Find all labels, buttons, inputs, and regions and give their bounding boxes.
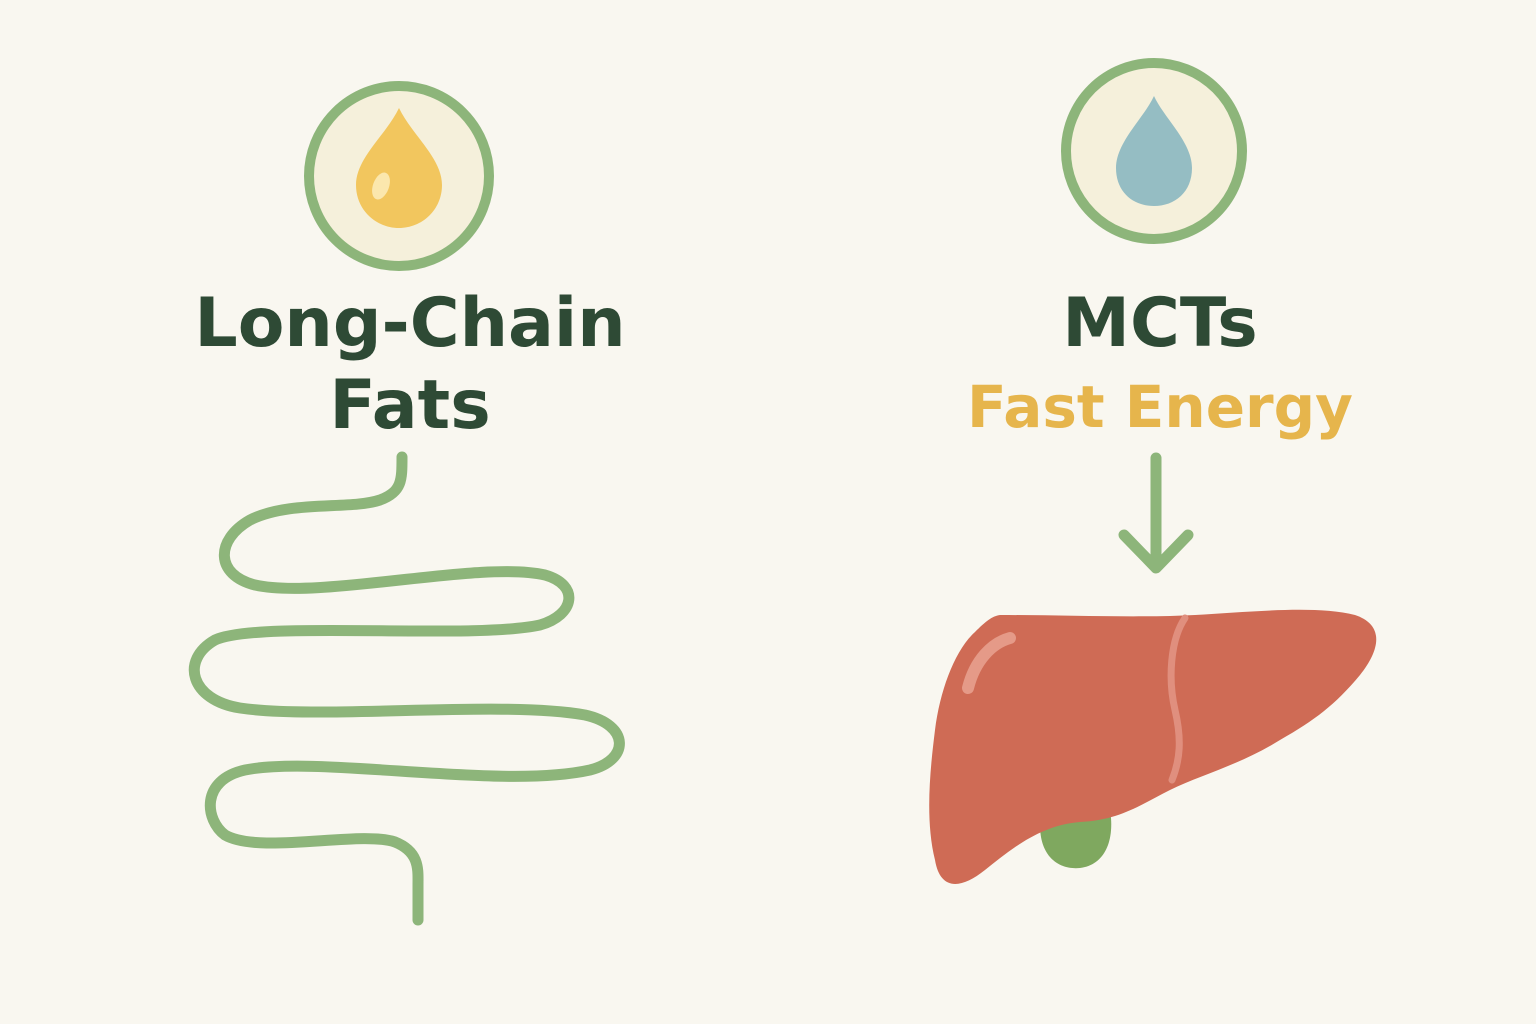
liver-icon [929, 609, 1377, 884]
right-title: MCTs [1062, 284, 1258, 363]
liver-highlight [962, 632, 1016, 694]
right-subtitle: Fast Energy [967, 373, 1353, 441]
oil-drop-highlight [372, 172, 390, 200]
water-drop-icon [1116, 96, 1192, 206]
right-icon-badge [1061, 58, 1247, 244]
arrow-down-icon [1118, 452, 1194, 574]
intestine-icon [188, 451, 625, 926]
liver-lobe-divider [1167, 614, 1189, 784]
liver-body [929, 609, 1377, 884]
left-title-line2: Fats [329, 366, 491, 445]
left-icon-badge [304, 81, 494, 271]
left-title-line1: Long-Chain [194, 284, 626, 363]
